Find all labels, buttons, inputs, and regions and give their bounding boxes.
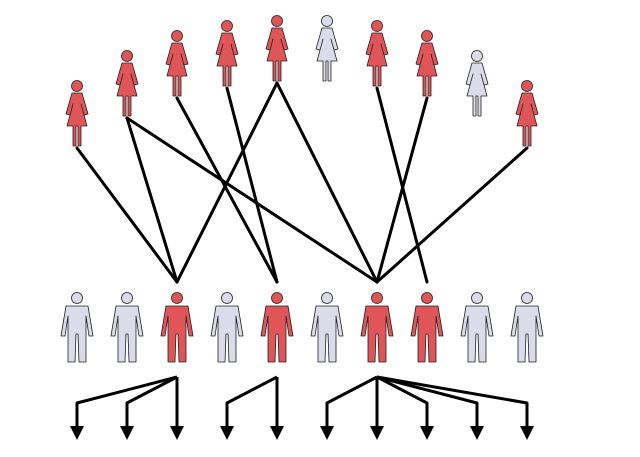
bottom-row-figures [60, 292, 544, 363]
male-figure-icon [260, 292, 294, 363]
offspring-arrow [376, 375, 429, 432]
male-figure-icon [510, 292, 544, 363]
connection-line [125, 116, 379, 284]
offspring-arrows [70, 375, 534, 440]
offspring-arrow [325, 375, 378, 432]
male-figure-icon [110, 292, 144, 363]
female-figure-icon [215, 20, 239, 87]
arrowhead-icon [470, 426, 484, 440]
female-figure-icon [315, 15, 339, 82]
male-figure-icon [360, 292, 394, 363]
connection-line [375, 96, 429, 284]
top-row-figures [65, 15, 539, 147]
female-figure-icon [415, 30, 439, 97]
male-figure-icon [60, 292, 94, 363]
connection-line [375, 146, 529, 284]
offspring-arrow [376, 375, 479, 432]
connection-line [175, 96, 279, 284]
arrowhead-icon [320, 426, 334, 440]
arrowhead-icon [520, 426, 534, 440]
male-figure-icon [410, 292, 444, 363]
female-figure-icon [365, 20, 389, 87]
connection-line [225, 86, 279, 284]
female-figure-icon [465, 50, 489, 117]
arrowhead-icon [170, 426, 184, 440]
female-figure-icon [115, 50, 139, 117]
arrowhead-icon [220, 426, 234, 440]
arrowhead-icon [70, 426, 84, 440]
connection-line [75, 146, 179, 284]
female-figure-icon [265, 15, 289, 82]
offspring-arrow [376, 375, 529, 432]
male-figure-icon [160, 292, 194, 363]
offspring-arrow [225, 375, 278, 432]
male-figure-icon [210, 292, 244, 363]
connection-line [275, 81, 379, 284]
offspring-arrow [75, 375, 178, 432]
male-figure-icon [460, 292, 494, 363]
connection-line [175, 81, 279, 284]
female-figure-icon [65, 80, 89, 147]
arrowhead-icon [270, 426, 284, 440]
female-figure-icon [515, 80, 539, 147]
arrowhead-icon [120, 426, 134, 440]
female-figure-icon [165, 30, 189, 97]
arrowhead-icon [420, 426, 434, 440]
male-figure-icon [310, 292, 344, 363]
arrowhead-icon [370, 426, 384, 440]
connection-line [125, 116, 179, 284]
connection-lines [75, 81, 529, 284]
offspring-arrow [125, 375, 178, 432]
